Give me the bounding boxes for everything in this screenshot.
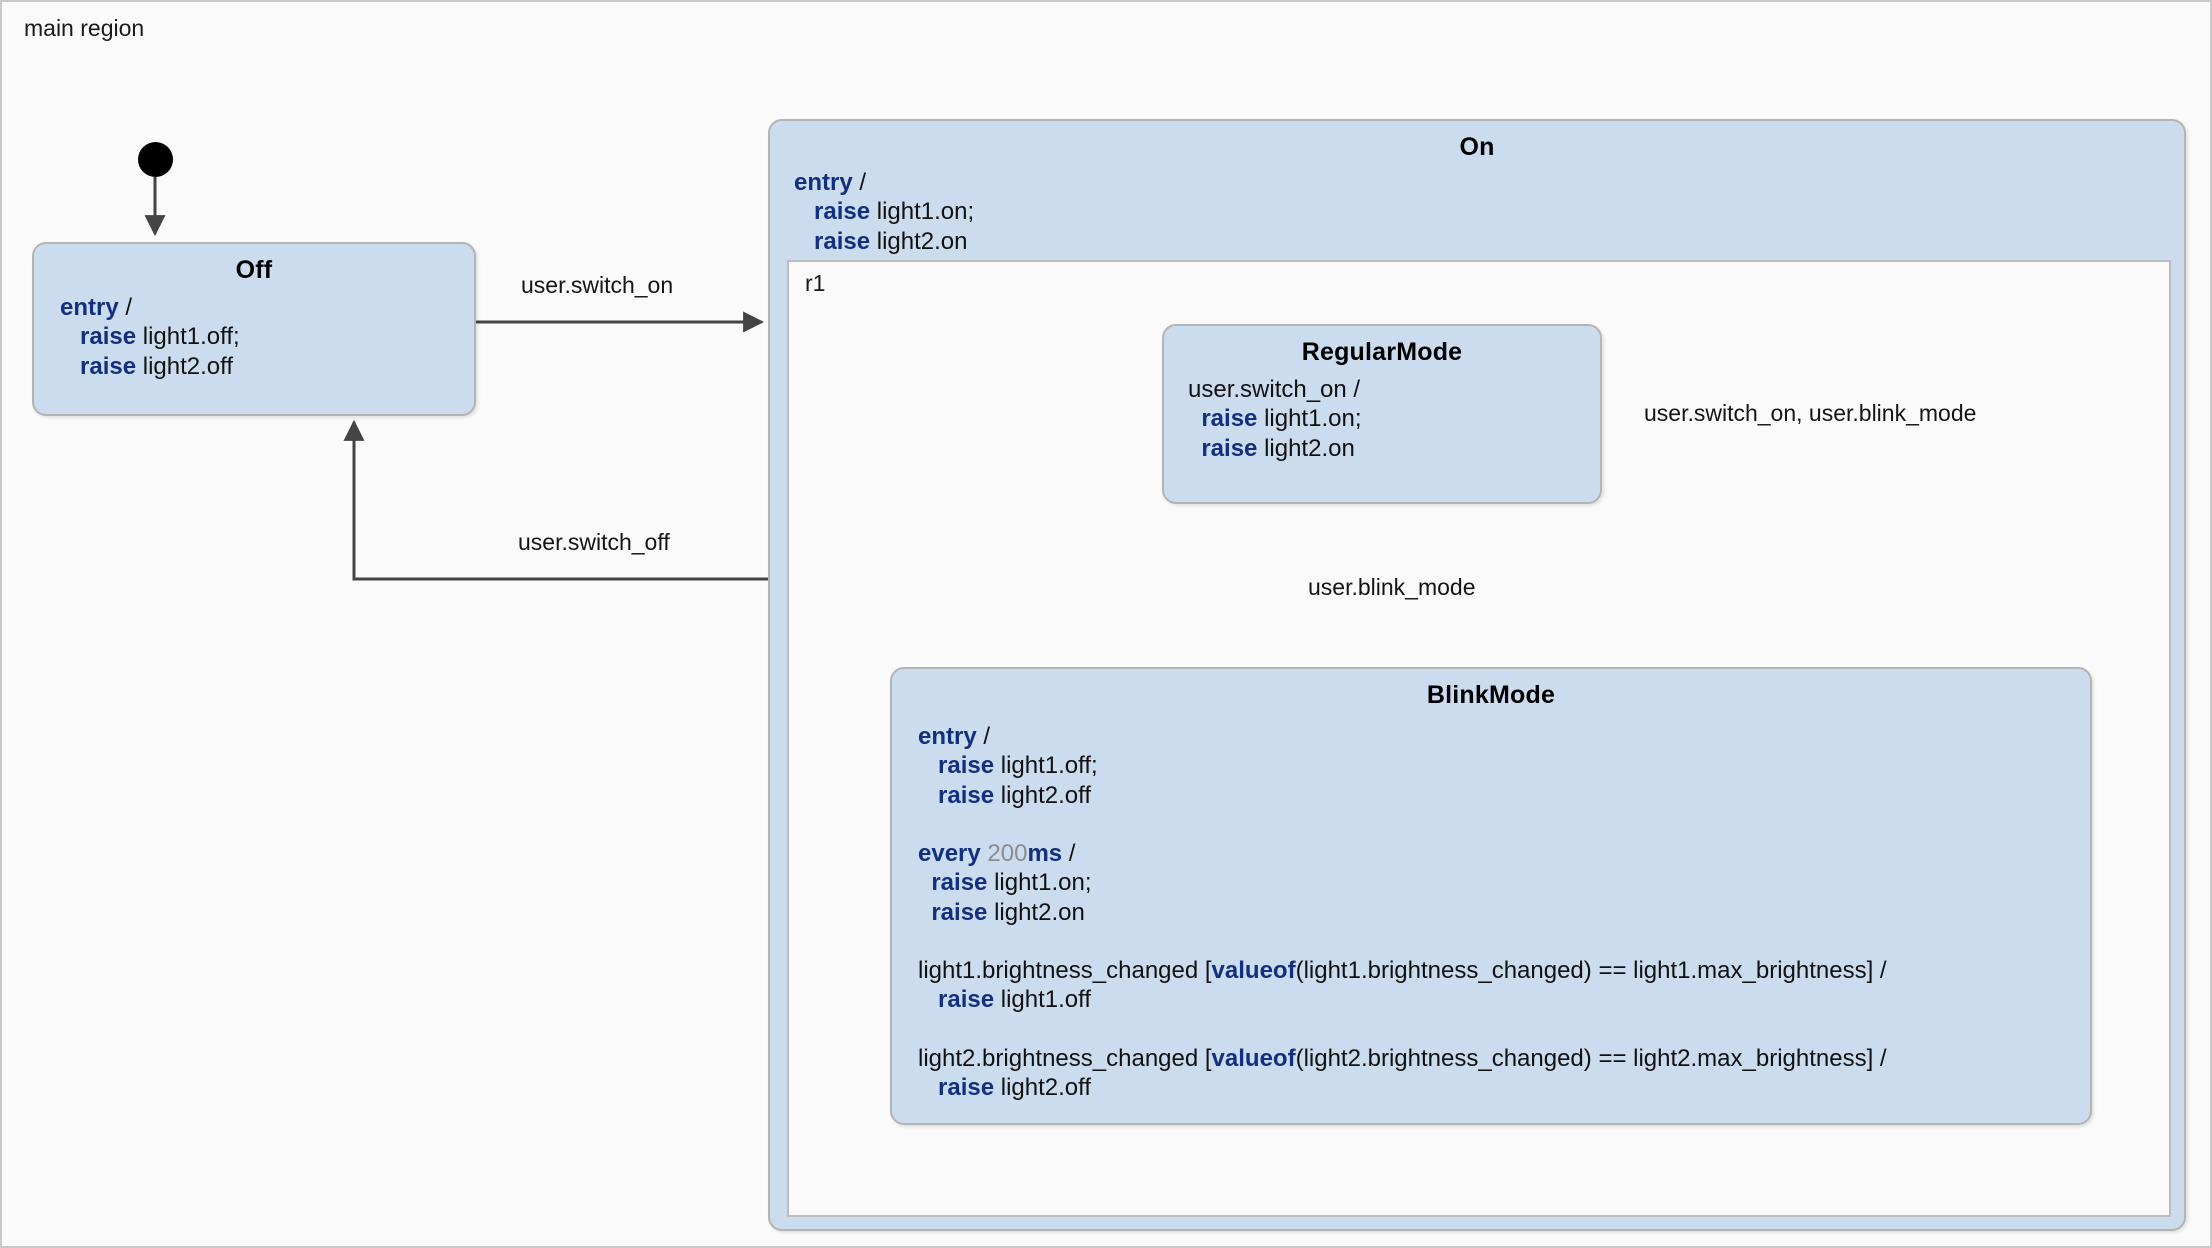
transition-label-regularmode-to-blinkmode: user.blink_mode [1308,574,1476,600]
code-line: every 200ms / [918,840,1076,868]
code-line: raise light1.on; [1201,405,1362,433]
region-r1-label: r1 [805,270,826,296]
state-on-body: entry / raise light1.on; raise light2.on [770,162,2184,256]
code-line: light1.brightness_changed [valueof(light… [918,957,1887,985]
code-line: user.switch_on / [1188,376,1361,403]
code-line: raise light2.on [814,227,968,255]
code-line: raise light2.off [80,352,234,380]
code-line: entry / [794,169,867,196]
state-blinkmode[interactable]: BlinkMode entry / raise light1.off; rais… [890,667,2092,1125]
code-line: light2.brightness_changed [valueof(light… [918,1044,1887,1072]
code-line [918,927,2090,956]
code-line: raise light1.on; [814,198,975,226]
state-off[interactable]: Off entry / raise light1.off; raise ligh… [32,242,476,416]
code-line [918,1015,2090,1044]
code-line: raise light1.on; [931,869,1092,897]
state-regularmode-title: RegularMode [1301,338,1463,366]
main-region-label: main region [24,15,145,41]
code-line: raise light1.off; [938,752,1098,780]
state-blinkmode-body: entry / raise light1.off; raise light2.o… [892,710,2090,1102]
state-on-title: On [1459,133,1495,161]
code-line: raise light1.off; [80,323,240,351]
transition-label-on-to-off: user.switch_off [518,529,670,555]
code-line: raise light2.off [938,781,1092,809]
transition-label-blinkmode-to-regularmode: user.switch_on, user.blink_mode [1644,400,1977,426]
code-line: raise light2.on [931,898,1085,926]
state-off-body: entry / raise light1.off; raise light2.o… [34,285,474,381]
code-line: entry / [918,723,991,750]
state-regularmode[interactable]: RegularMode user.switch_on / raise light… [1162,324,1602,504]
code-line: raise light2.off [938,1074,1092,1102]
state-blinkmode-title: BlinkMode [1426,681,1556,709]
state-off-title: Off [235,256,273,284]
code-line: raise light2.on [1201,434,1355,462]
initial-node-main [138,142,173,177]
code-line: raise light1.off [938,986,1092,1014]
code-line: entry / [60,294,133,321]
state-regularmode-body: user.switch_on / raise light1.on; raise … [1164,367,1600,463]
transition-label-off-to-on: user.switch_on [521,272,674,298]
code-line [918,810,2090,839]
